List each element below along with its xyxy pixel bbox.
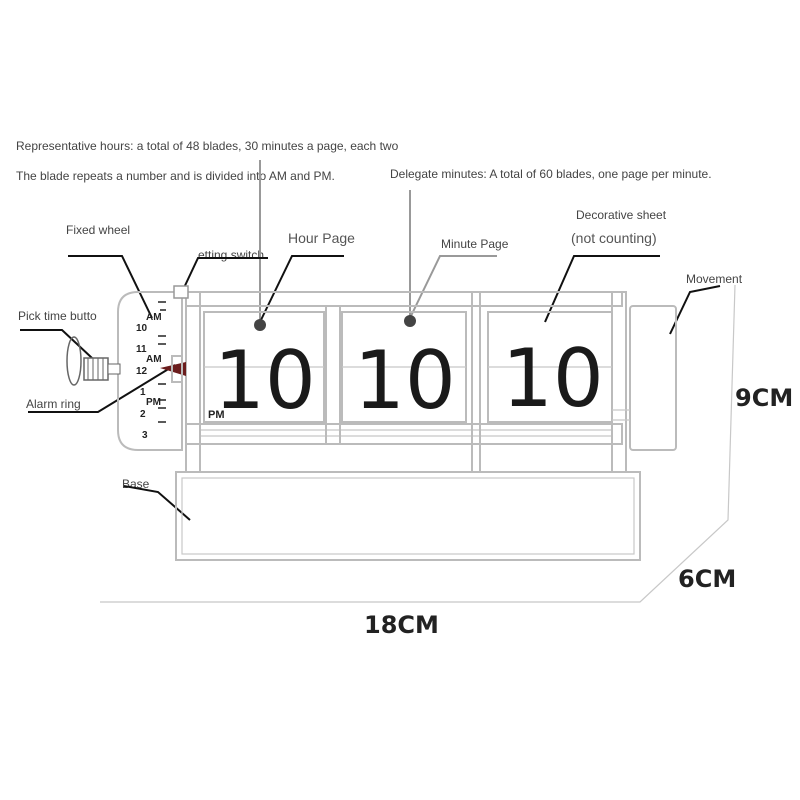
- width-dimension: 18CM: [364, 611, 439, 639]
- movement-leader: [669, 285, 721, 335]
- base: [175, 471, 641, 561]
- dimension-outline: [100, 284, 736, 603]
- decorative-sheet-leader: [544, 255, 660, 323]
- scale-1: 1: [140, 387, 146, 398]
- alarm-ring-label: Alarm ring: [26, 397, 81, 411]
- setting-switch-label: etting switch: [198, 248, 264, 262]
- base-inner: [181, 477, 635, 555]
- minutes-description: Delegate minutes: A total of 60 blades, …: [390, 167, 712, 181]
- movement-box: [629, 305, 677, 451]
- height-dimension: 9CM: [735, 384, 793, 412]
- minute-digits: 10: [354, 334, 456, 427]
- divider-1: [325, 305, 341, 445]
- dimension-lines: [100, 284, 736, 603]
- pick-time-button[interactable]: [83, 357, 121, 381]
- alarm-ring: [171, 355, 183, 383]
- leader-lines: [20, 160, 721, 521]
- pick-time-button-label: Pick time butto: [18, 309, 97, 323]
- minute-page-leader: [409, 255, 497, 319]
- bottom-rail: [185, 423, 623, 445]
- hours-description-line1: Representative hours: a total of 48 blad…: [16, 139, 399, 153]
- setting-switch-leader: [181, 257, 268, 293]
- wheel-scale-ticks: [158, 301, 166, 423]
- decorative-digits: 10: [502, 332, 604, 425]
- depth-dimension: 6CM: [678, 565, 736, 593]
- minute-page-label: Minute Page: [441, 237, 509, 251]
- scale-11: 11: [136, 344, 147, 355]
- scale-10: 10: [136, 323, 148, 334]
- rotation-arrow-icon: [66, 336, 82, 386]
- scale-2: 2: [140, 409, 146, 420]
- fixed-wheel-label: Fixed wheel: [66, 223, 130, 237]
- scale-am-top: AM: [146, 312, 162, 323]
- alarm-ring-leader: [28, 364, 176, 413]
- setting-switch[interactable]: [173, 285, 189, 299]
- base-leader: [123, 485, 191, 521]
- minute-page-dot: [404, 315, 416, 327]
- movement-label: Movement: [686, 272, 743, 286]
- scale-12: 12: [136, 366, 148, 377]
- scale-3: 3: [142, 430, 148, 441]
- scale-am-mid: AM: [146, 354, 162, 365]
- pick-time-leader: [20, 329, 93, 359]
- hour-page-label: Hour Page: [288, 230, 355, 246]
- scale-pm: PM: [146, 397, 161, 408]
- hour-page-dot: [254, 319, 266, 331]
- hour-page-leader: [259, 255, 344, 323]
- hours-description-line2: The blade repeats a number and is divide…: [16, 169, 335, 183]
- pm-badge: PM: [208, 409, 225, 421]
- fixed-wheel-leader: [68, 255, 153, 319]
- clock-body: 10 10 10 PM AM 10 11 AM 12 1: [66, 285, 677, 561]
- fixed-wheel-housing: [117, 291, 183, 451]
- hour-digits: 10: [214, 334, 316, 427]
- not-counting-label: (not counting): [571, 230, 657, 246]
- decorative-sheet-label: Decorative sheet: [576, 208, 667, 222]
